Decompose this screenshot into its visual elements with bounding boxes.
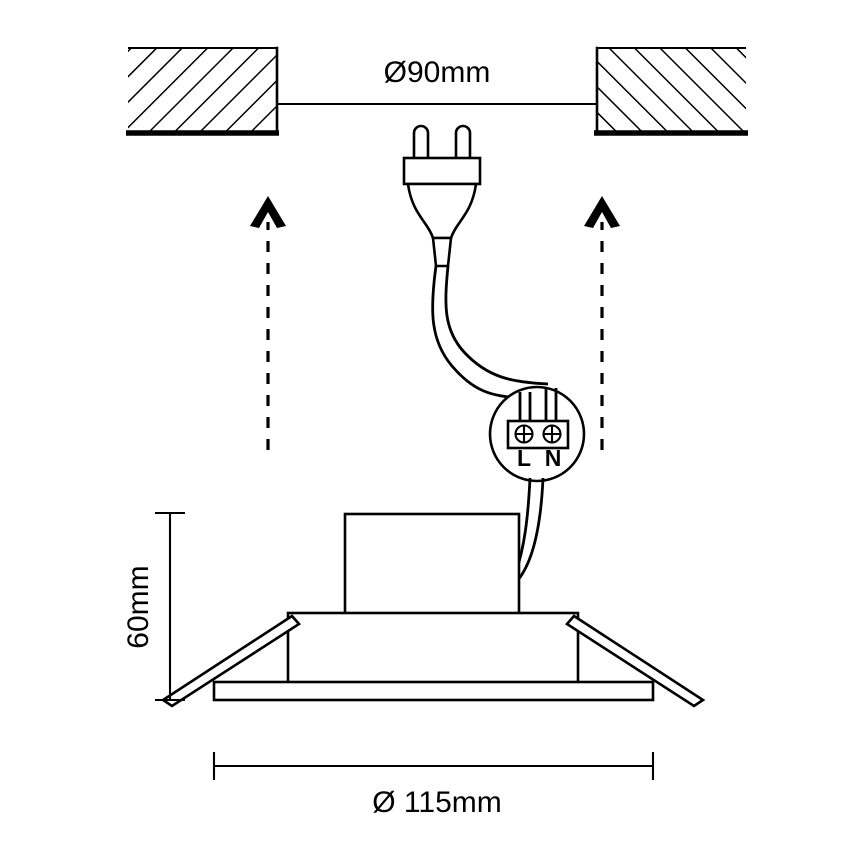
terminal-label-neutral: N xyxy=(545,445,562,471)
terminal-screw-l xyxy=(514,424,534,444)
outer-dimension-label: Ø 115mm xyxy=(372,786,501,819)
height-dimension-label: 60mm xyxy=(122,565,155,648)
downlight-fixture xyxy=(212,512,655,702)
insertion-arrow-right xyxy=(584,196,620,450)
plug-collar xyxy=(402,156,482,186)
cable-lower-edge-left xyxy=(516,477,545,581)
ceiling-section-left xyxy=(126,46,279,136)
fixture-upper-body xyxy=(343,512,521,617)
spring-clip-right-arm xyxy=(565,614,706,708)
spring-clip-left-arm xyxy=(160,614,301,708)
plug-pin-right xyxy=(454,124,472,162)
spring-clip-left xyxy=(160,614,301,708)
fixture-lower-housing xyxy=(286,611,580,687)
plug-pin-left xyxy=(412,124,430,162)
terminal-screw-n xyxy=(542,424,562,444)
terminal-label-live: L xyxy=(517,445,531,471)
cutout-dimension: Ø90mm xyxy=(277,56,597,106)
cutout-dimension-label: Ø90mm xyxy=(384,56,491,89)
fixture-trim-plate xyxy=(212,680,655,702)
insertion-arrow-right-head xyxy=(584,196,620,228)
insertion-arrow-left-head xyxy=(250,196,286,228)
terminal-block: L N xyxy=(488,385,586,483)
outer-dimension: Ø 115mm xyxy=(212,752,655,819)
ceiling-hatch-left xyxy=(128,48,278,134)
cable-edge-right xyxy=(444,265,549,386)
spring-clip-right xyxy=(565,614,706,708)
ceiling-hatch-right xyxy=(596,48,746,134)
insertion-arrow-left xyxy=(250,196,286,450)
plug-strain-relief xyxy=(431,236,453,268)
cable-edge-left xyxy=(431,265,521,400)
supply-cable-upper xyxy=(431,265,549,400)
height-dimension: 60mm xyxy=(122,511,185,702)
power-plug xyxy=(402,124,482,268)
ceiling-section-right xyxy=(594,46,748,136)
